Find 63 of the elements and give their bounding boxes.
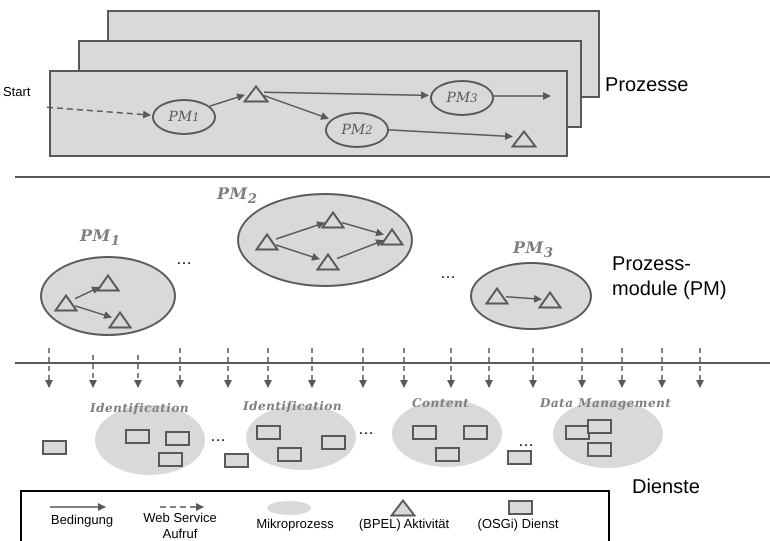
service-rectangle <box>277 447 302 462</box>
arrow <box>264 91 429 100</box>
arrow <box>386 128 513 140</box>
arrow <box>342 222 384 236</box>
layer-label: Prozess-module (PM) <box>612 252 728 302</box>
activity-triangle <box>321 211 345 229</box>
ellipsis: … <box>518 432 535 452</box>
arrow <box>506 294 542 303</box>
arrow <box>336 239 384 260</box>
service-rectangle <box>224 453 249 468</box>
arrow <box>276 244 320 261</box>
activity-triangle <box>255 233 279 251</box>
service-rectangle <box>321 435 346 450</box>
arrow <box>276 221 325 240</box>
legend-text: Web Service Aufruf <box>142 510 218 541</box>
service-rectangle <box>463 425 488 440</box>
service-rectangle <box>158 452 183 467</box>
microprocess-title: Content <box>412 396 470 410</box>
activity-triangle <box>108 311 132 329</box>
activity-triangle <box>316 253 340 271</box>
process-card <box>107 10 600 40</box>
module-title: PM$_{1}$ <box>80 226 121 250</box>
arrow <box>74 286 100 300</box>
arrow <box>210 94 245 107</box>
process-card <box>78 40 582 70</box>
module-title: PM$_{2}$ <box>217 184 258 208</box>
activity-triangle <box>511 130 537 148</box>
layer-label: Prozesse <box>605 73 690 98</box>
legend-text: (OSGi) Dienst <box>476 516 560 533</box>
service-rectangle <box>42 440 67 455</box>
microprocess-title: Data Management <box>540 396 672 410</box>
module-title: PM$_{3}$ <box>513 238 554 262</box>
ellipsis: … <box>176 250 193 270</box>
ellipsis: … <box>440 264 457 284</box>
service-rectangle <box>587 419 612 434</box>
process-card <box>49 70 568 157</box>
arrow <box>264 94 329 120</box>
service-rectangle <box>256 425 281 440</box>
microprocess-title: Identification <box>243 399 342 413</box>
legend-text: (BPEL) Aktivität <box>358 516 450 533</box>
service-rectangle <box>565 425 590 440</box>
microprocess-title: Identification <box>90 401 190 415</box>
service-rectangle <box>412 425 437 440</box>
legend-text: Mikroprozess <box>255 516 335 533</box>
service-rectangle <box>507 450 532 465</box>
arrow <box>74 305 112 319</box>
service-rectangle <box>125 429 150 444</box>
legend-text: Bedingung <box>50 512 114 528</box>
activity-triangle <box>96 274 120 292</box>
dashed-arrow <box>46 106 151 118</box>
activity-triangle <box>243 85 269 103</box>
start-label: Start <box>3 84 47 118</box>
activity-triangle <box>485 287 509 305</box>
ellipsis: … <box>358 420 375 440</box>
service-rectangle <box>435 447 460 462</box>
layer-label: Dienste <box>632 475 701 500</box>
arrow <box>492 92 551 100</box>
activity-triangle <box>538 291 562 309</box>
service-rectangle <box>587 442 612 457</box>
service-rectangle <box>165 431 190 446</box>
ellipsis: … <box>210 427 227 447</box>
activity-triangle <box>54 294 78 312</box>
activity-triangle <box>380 228 404 246</box>
